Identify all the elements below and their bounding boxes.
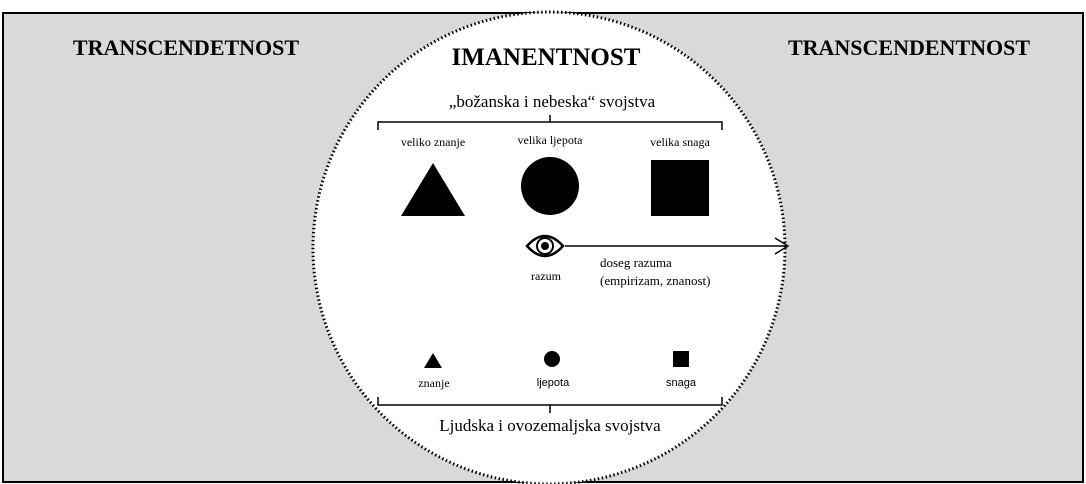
- triangle-icon: [401, 163, 465, 216]
- square-icon: [651, 160, 709, 216]
- small-triangle-icon: [424, 353, 442, 368]
- lower-bracket: [377, 397, 723, 413]
- lower-item-label-knowledge: znanje: [418, 376, 449, 390]
- upper-group-label: „božanska i nebeska“ svojstva: [449, 92, 656, 111]
- lower-item-label-beauty: ljepota: [537, 377, 570, 389]
- circle-icon: [521, 157, 579, 215]
- center-title: IMANENTNOST: [452, 44, 641, 71]
- reason-label: razum: [531, 269, 562, 283]
- upper-item-label-strength: velika snaga: [650, 135, 710, 149]
- lower-group-label: Ljudska i ovozemaljska svojstva: [439, 416, 661, 435]
- upper-item-label-knowledge: veliko znanje: [401, 135, 465, 149]
- eye-icon: [525, 234, 565, 258]
- right-title: TRANSCENDENTNOST: [788, 35, 1030, 60]
- lower-item-label-strength: snaga: [666, 377, 697, 389]
- reach-label-line2: (empirizam, znanost): [600, 273, 710, 288]
- small-square-icon: [673, 351, 689, 367]
- upper-bracket: [377, 115, 723, 130]
- reach-arrow: [565, 237, 790, 255]
- small-circle-icon: [544, 351, 560, 367]
- left-title: TRANSCENDETNOST: [73, 35, 299, 60]
- reach-label-line1: doseg razuma: [600, 255, 672, 270]
- upper-item-label-beauty: velika ljepota: [518, 133, 584, 147]
